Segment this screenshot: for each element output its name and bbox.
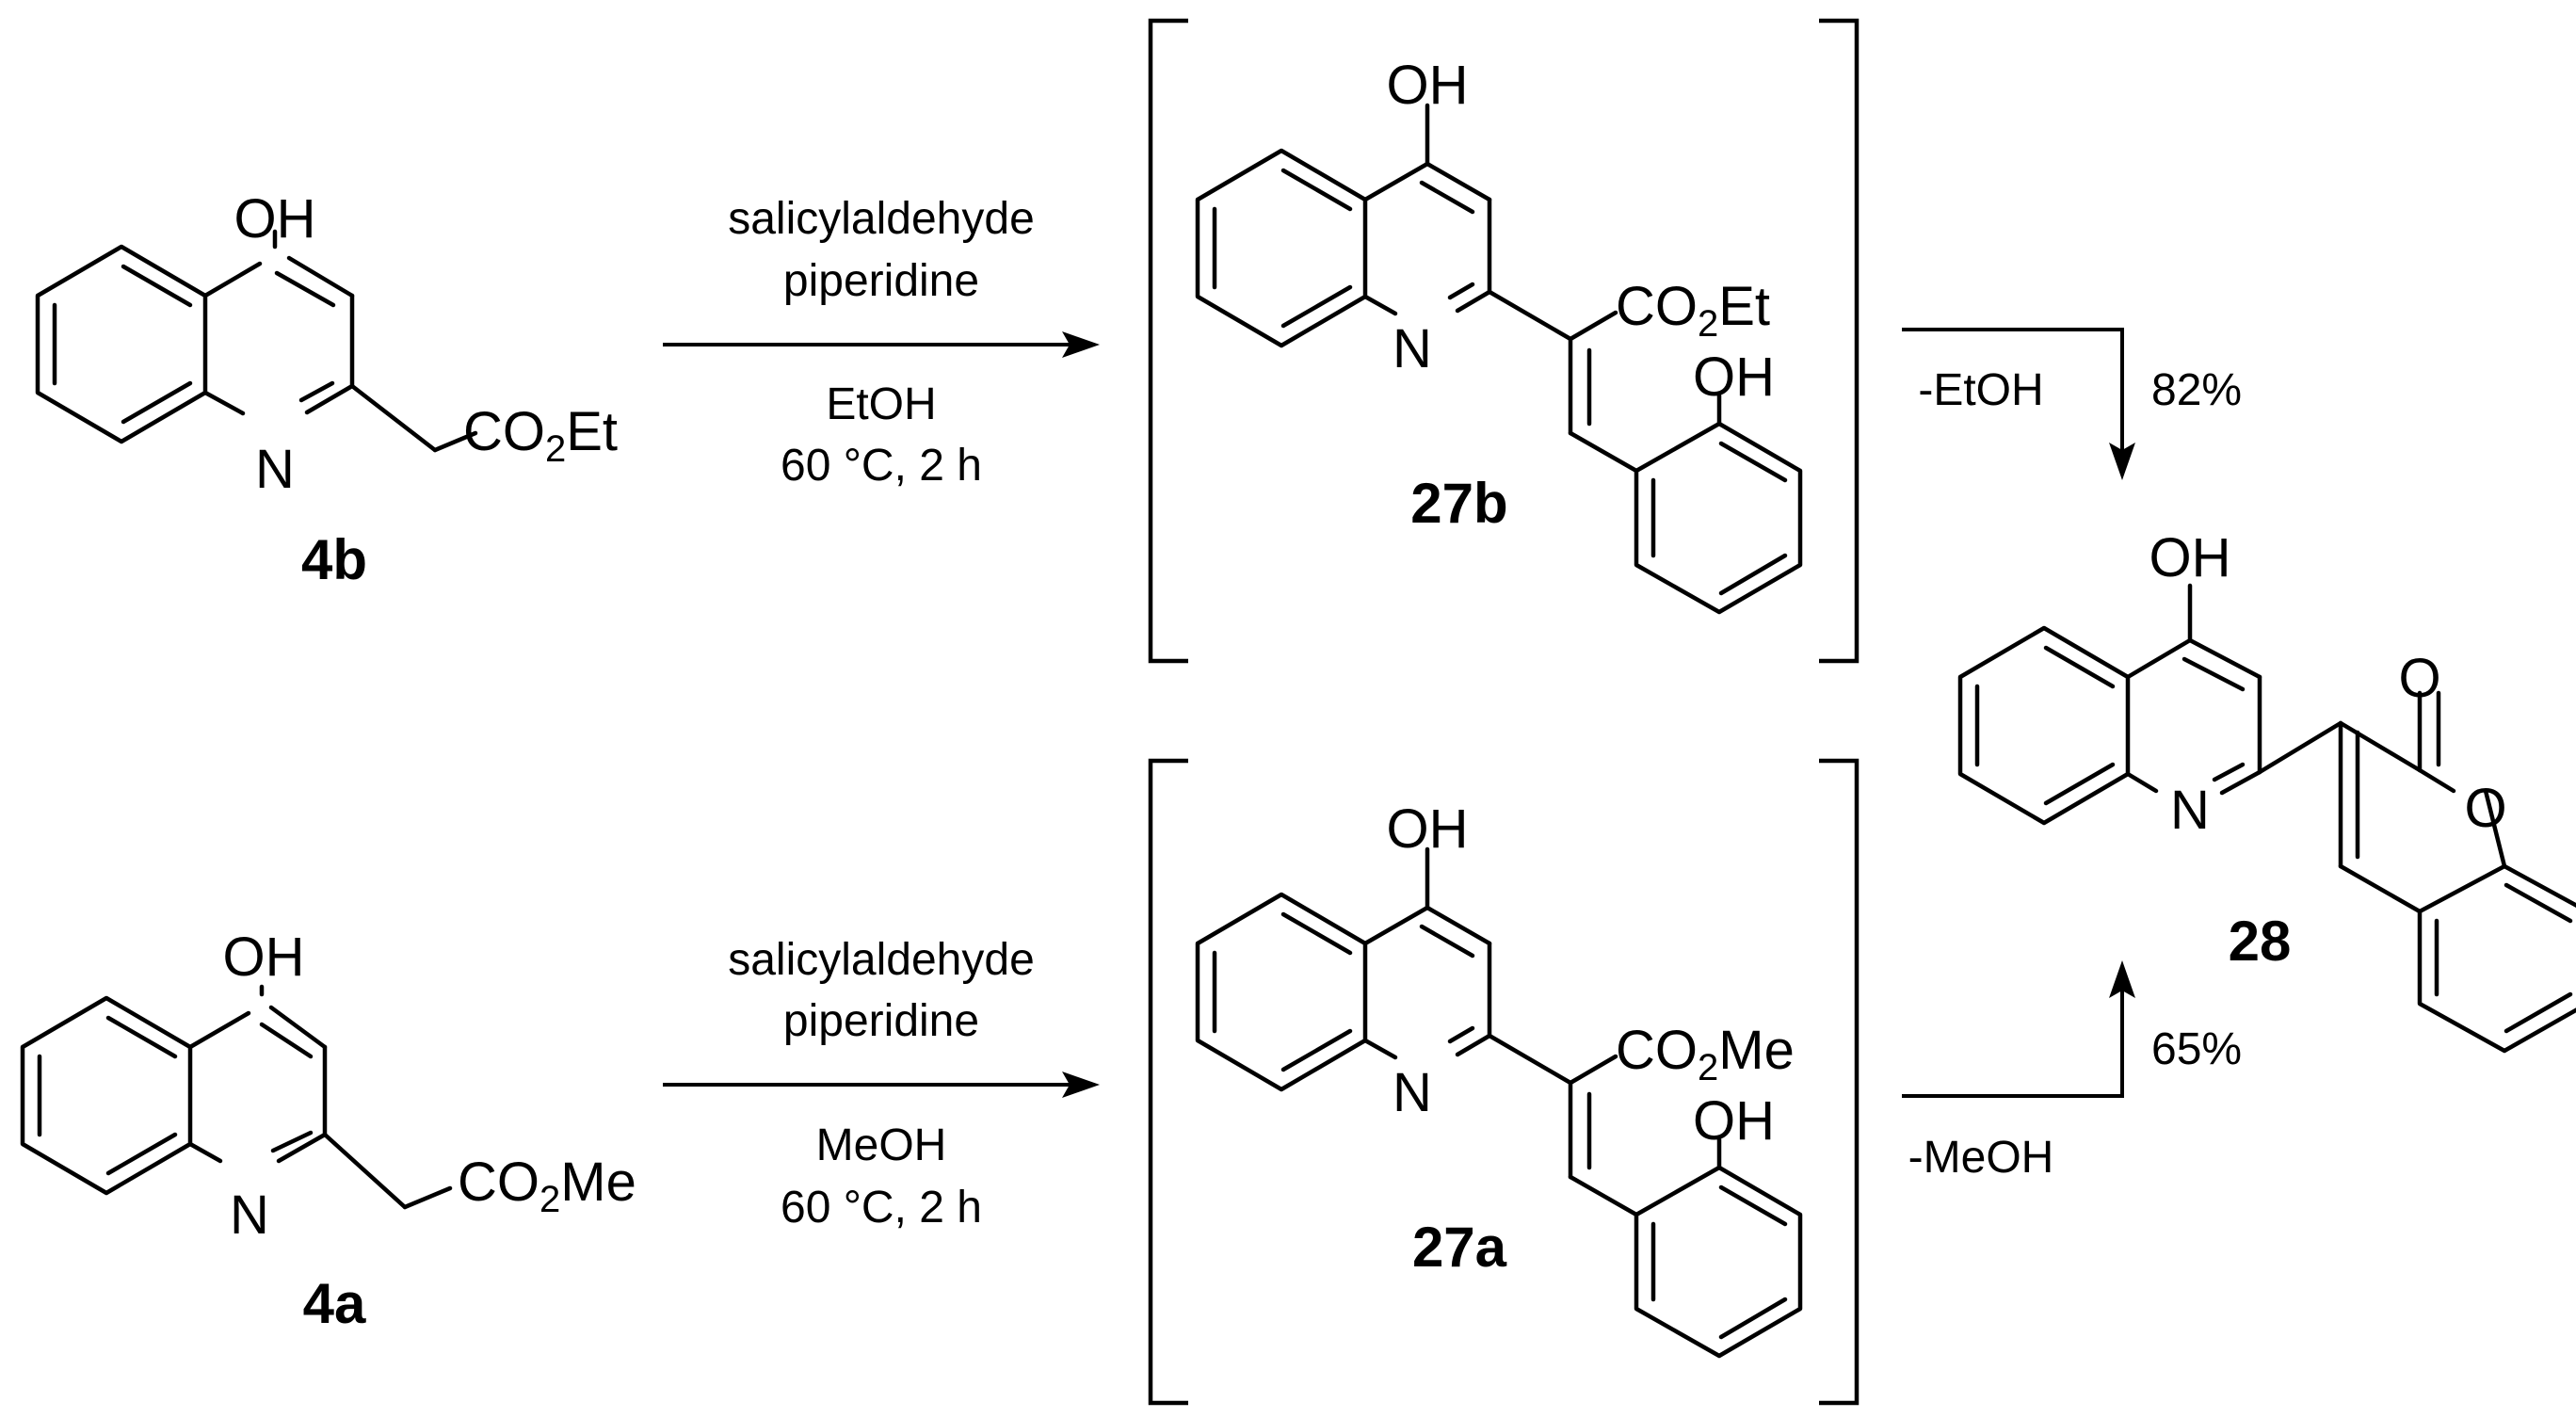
ester-subscript: 2: [1698, 1047, 1718, 1088]
nitrogen-label: N: [2170, 780, 2210, 841]
bracket-right: [1819, 758, 1860, 1406]
ester-group: CO2Me: [458, 1152, 636, 1220]
compound-4a-bonds: [20, 984, 453, 1210]
hydroxyl-label: OH: [1387, 55, 1469, 116]
loss-label: -MeOH: [1908, 1133, 2054, 1183]
bracket-right: [1819, 18, 1860, 664]
nitrogen-label: N: [255, 439, 295, 500]
reaction-arrow-top: salicylaldehyde piperidine EtOH 60 °C, 2…: [663, 194, 1100, 491]
compound-4a: OH N CO2Me 4a: [20, 927, 636, 1335]
cyclization-arrow-top: -EtOH 82%: [1902, 328, 2242, 480]
compound-4b-bonds: [35, 229, 478, 453]
carbonyl-oxygen-label: O: [2398, 648, 2440, 709]
arrow-shaft: [1902, 989, 2124, 1098]
intermediate-27a-bonds: [1195, 846, 1803, 1359]
ester-alkyl: Et: [566, 401, 618, 462]
reaction-arrow-bottom: salicylaldehyde piperidine MeOH 60 °C, 2…: [663, 935, 1100, 1233]
phenol-label: OH: [1693, 1090, 1775, 1152]
cyclization-arrow-bottom: -MeOH 65%: [1902, 960, 2242, 1183]
product-28-bonds: [1957, 583, 2576, 1054]
yield-label: 65%: [2151, 1024, 2242, 1074]
hydroxyl-label: OH: [1387, 798, 1469, 860]
ester-co: CO: [1616, 276, 1698, 337]
hydroxyl-label: OH: [223, 927, 305, 988]
ester-alkyl: Et: [1718, 276, 1770, 337]
ester-group: CO2Et: [1616, 276, 1770, 345]
ester-alkyl: Me: [560, 1152, 636, 1213]
compound-label: 28: [2229, 910, 2292, 973]
product-28: OH N O O 28: [1957, 527, 2576, 1054]
intermediate-27b: OH N CO2Et OH 27b: [1148, 18, 1860, 664]
intermediate-27b-bonds: [1195, 103, 1803, 615]
bracket-left: [1148, 758, 1188, 1406]
conditions-label: 60 °C, 2 h: [781, 441, 982, 491]
ester-group: CO2Me: [1616, 1020, 1795, 1088]
ester-subscript: 2: [539, 1179, 560, 1220]
reagent-piperidine: piperidine: [783, 256, 979, 306]
arrow-head: [2109, 960, 2135, 998]
ester-co: CO: [458, 1152, 539, 1213]
reagent-salicylaldehyde: salicylaldehyde: [728, 194, 1035, 244]
reagent-salicylaldehyde: salicylaldehyde: [728, 935, 1035, 985]
reagent-piperidine: piperidine: [783, 996, 979, 1046]
nitrogen-label: N: [1393, 1062, 1432, 1123]
conditions-label: 60 °C, 2 h: [781, 1183, 982, 1233]
bracket-left: [1148, 18, 1188, 664]
loss-label: -EtOH: [1918, 365, 2043, 415]
intermediate-27a: OH N CO2Me OH 27a: [1148, 758, 1860, 1406]
hydroxyl-label: OH: [2149, 527, 2231, 588]
ester-co: CO: [1616, 1020, 1698, 1081]
compound-label: 27b: [1410, 472, 1507, 535]
compound-label: 4b: [301, 528, 367, 591]
compound-label: 27a: [1412, 1216, 1507, 1279]
arrow-shaft: [1902, 328, 2124, 452]
ring-oxygen-label: O: [2464, 778, 2506, 839]
arrow-head: [1062, 331, 1100, 358]
compound-4b: OH N CO2Et 4b: [35, 188, 618, 591]
phenol-label: OH: [1693, 346, 1775, 408]
yield-label: 82%: [2151, 365, 2242, 415]
hydroxyl-label: OH: [234, 188, 316, 250]
arrow-head: [1062, 1072, 1100, 1098]
ester-co: CO: [463, 401, 545, 462]
compound-label: 4a: [303, 1272, 366, 1335]
solvent-label: MeOH: [816, 1120, 947, 1170]
nitrogen-label: N: [1393, 318, 1432, 379]
ester-group: CO2Et: [463, 401, 618, 470]
ester-subscript: 2: [1698, 303, 1718, 345]
solvent-label: EtOH: [826, 379, 936, 429]
nitrogen-label: N: [230, 1184, 269, 1246]
ester-subscript: 2: [545, 428, 566, 470]
ester-alkyl: Me: [1718, 1020, 1795, 1081]
arrow-head: [2109, 443, 2135, 480]
